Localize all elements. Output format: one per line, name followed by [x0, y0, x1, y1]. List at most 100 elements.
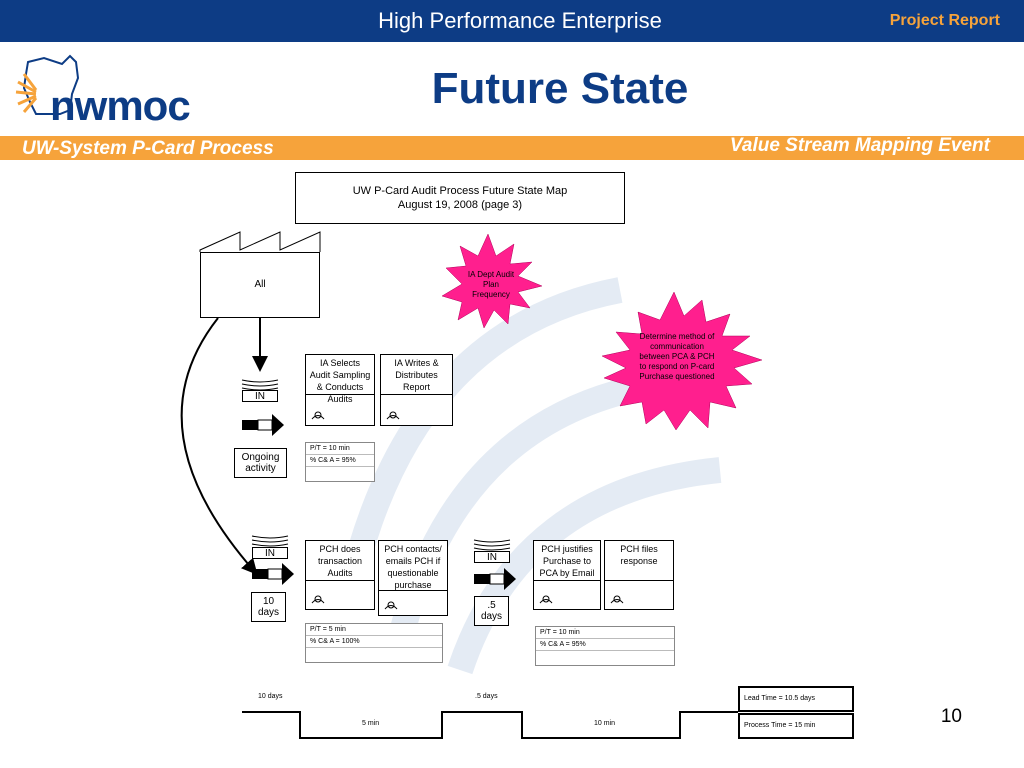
process-line: Audits: [327, 568, 353, 578]
wait-half-day: .5 days: [474, 596, 509, 626]
map-title-line2: August 19, 2008 (page 3): [397, 199, 523, 211]
operator-icon: [311, 411, 325, 420]
data-box-top: P/T = 10 min % C& A = 95%: [305, 442, 375, 482]
wisconsin-map-icon: [15, 54, 80, 115]
operator-icon: [610, 595, 624, 604]
data-row: P/T = 5 min: [306, 624, 442, 636]
data-row: P/T = 10 min: [306, 443, 374, 455]
data-row: [536, 651, 674, 663]
operator-icon: [386, 411, 400, 420]
wait-line: activity: [245, 463, 276, 474]
process-line: Report: [402, 382, 430, 392]
map-title-line1: UW P-Card Audit Process Future State Map: [352, 185, 568, 197]
wait-ongoing: Ongoing activity: [234, 448, 287, 478]
process-line: Purchase to: [542, 556, 592, 566]
data-row: [306, 648, 442, 660]
process-line: Distributes: [395, 370, 438, 380]
process-label: IA Writes & Distributes Report: [381, 355, 452, 395]
supplier-label: All: [254, 279, 266, 290]
process-time-box: Process Time = 15 min: [738, 713, 854, 739]
process-line: PCH does: [319, 544, 361, 554]
burst-line: IA Dept Audit: [467, 270, 515, 279]
process-line: questionable: [387, 568, 439, 578]
subheader-right: Value Stream Mapping Event: [729, 135, 990, 156]
process-label: IA Selects Audit Sampling & Conducts Aud…: [306, 355, 374, 404]
data-row: % C& A = 100%: [306, 636, 442, 648]
wait-ten-days: 10 days: [251, 592, 286, 622]
burst-method: [601, 291, 763, 431]
process-line: Audits: [327, 394, 353, 404]
process-pch-justifies: PCH justifies Purchase to PCA by Email: [533, 540, 601, 610]
factory-roof: [199, 231, 321, 252]
process-line: transaction: [317, 556, 363, 566]
timeline-proc-2: 10 min: [594, 720, 616, 727]
wait-line: .5: [487, 600, 496, 611]
burst-method-text: Determine method of communication betwee…: [622, 332, 732, 382]
curved-arrow: [180, 317, 258, 576]
inventory-in-right: IN: [474, 551, 510, 563]
process-line: purchase: [394, 580, 432, 590]
push-arrow-mid: [252, 563, 294, 585]
process-label: PCH files response: [605, 541, 673, 581]
header-tag: Project Report: [889, 12, 1000, 29]
wait-line: Ongoing: [241, 452, 280, 463]
burst-line: Frequency: [472, 290, 510, 299]
wait-line: days: [257, 607, 280, 618]
burst-line: to respond on P-card: [639, 362, 715, 371]
map-title-box: UW P-Card Audit Process Future State Map…: [295, 172, 625, 224]
subheader-left: UW-System P-Card Process: [22, 138, 274, 159]
header-title: High Performance Enterprise: [378, 8, 662, 33]
inventory-lines-top: [241, 379, 279, 391]
data-row: % C& A = 95%: [536, 639, 674, 651]
inventory-lines-right: [473, 539, 511, 551]
lead-time-box: Lead Time = 10.5 days: [738, 686, 854, 712]
process-line: PCH files: [620, 544, 658, 554]
burst-line: communication: [650, 342, 704, 351]
operator-icon: [539, 595, 553, 604]
process-pch-contacts: PCH contacts/ emails PCH if questionable…: [378, 540, 448, 616]
process-label: PCH contacts/ emails PCH if questionable…: [379, 541, 447, 591]
process-pch-audits: PCH does transaction Audits: [305, 540, 375, 610]
timeline-wait-2: .5 days: [475, 693, 498, 700]
operator-icon: [311, 595, 325, 604]
nwmoc-logo: nwmoc: [14, 48, 191, 132]
process-line: PCA by Email: [539, 568, 595, 578]
burst-line: Plan: [482, 280, 499, 289]
inventory-in-top: IN: [242, 390, 278, 402]
burst-ia-plan: [441, 233, 543, 329]
inventory-lines-mid: [251, 535, 289, 547]
burst-line: between PCA & PCH: [639, 352, 715, 361]
data-box-right: P/T = 10 min % C& A = 95%: [535, 626, 675, 666]
process-label: PCH justifies Purchase to PCA by Email: [534, 541, 600, 581]
process-pch-files: PCH files response: [604, 540, 674, 610]
page-title: Future State: [431, 64, 689, 113]
process-line: response: [620, 556, 658, 566]
wait-line: 10: [262, 596, 275, 607]
data-row: [306, 467, 374, 479]
process-ia-selects: IA Selects Audit Sampling & Conducts Aud…: [305, 354, 375, 426]
supplier-factory: All: [200, 252, 320, 318]
data-box-mid: P/T = 5 min % C& A = 100%: [305, 623, 443, 663]
process-ia-writes: IA Writes & Distributes Report: [380, 354, 453, 426]
process-label: PCH does transaction Audits: [306, 541, 374, 581]
logo-text: nwmoc: [50, 82, 191, 129]
burst-line: Purchase questioned: [639, 372, 715, 381]
process-line: PCH contacts/: [384, 544, 442, 554]
push-arrow-top: [242, 414, 284, 436]
wait-line: days: [480, 611, 503, 622]
burst-line: Determine method of: [639, 332, 715, 341]
burst-ia-plan-text: IA Dept Audit Plan Frequency: [452, 270, 530, 300]
timeline-line: [242, 711, 738, 739]
subheader-bar: UW-System P-Card Process Value Stream Ma…: [0, 135, 1024, 160]
process-line: Audit Sampling: [309, 370, 371, 380]
header-bar: High Performance Enterprise Project Repo…: [0, 0, 1024, 42]
process-line: emails PCH if: [385, 556, 441, 566]
process-line: IA Selects: [319, 358, 361, 368]
inventory-in-mid: IN: [252, 547, 288, 559]
page-number: 10: [940, 706, 962, 727]
timeline-proc-1: 5 min: [362, 720, 380, 727]
process-line: IA Writes &: [394, 358, 439, 368]
timeline-wait-1: 10 days: [258, 693, 283, 700]
process-line: PCH justifies: [541, 544, 593, 554]
push-arrow-right: [474, 568, 516, 590]
